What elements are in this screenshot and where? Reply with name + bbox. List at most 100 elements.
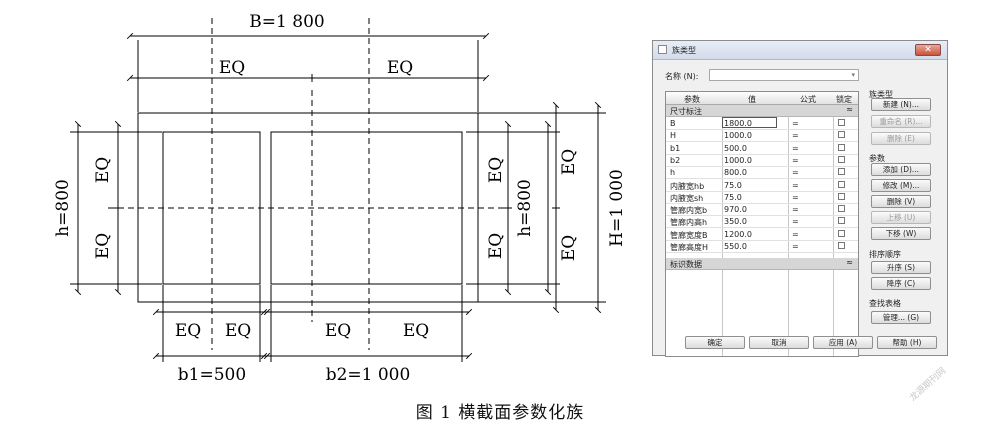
dim-label-eq-right-outer-upper: EQ — [559, 149, 579, 175]
parameter-name: H — [670, 131, 677, 141]
parameter-value: 1000.0 — [724, 155, 752, 165]
dim-label-H: H=1 000 — [607, 169, 627, 247]
dim-label-eq-left-lower: EQ — [93, 233, 113, 259]
help-button[interactable]: 帮助 (H) — [877, 336, 937, 349]
parameter-row[interactable]: 管廊高度H 550.0 = — [666, 240, 858, 253]
parameter-formula[interactable]: = — [792, 180, 799, 190]
dim-label-eq-bottom-2: EQ — [225, 321, 251, 341]
parameter-name: 管廊宽度B — [670, 230, 708, 240]
dim-label-eq-bottom-1: EQ — [175, 321, 201, 341]
collapse-icon[interactable]: ≈ — [846, 105, 853, 114]
group-dimensions[interactable]: 尺寸标注 ≈ — [666, 105, 858, 117]
name-combobox[interactable]: ▾ — [709, 69, 859, 81]
cancel-button[interactable]: 取消 — [749, 336, 809, 349]
family-types-section-label: 族类型 — [869, 90, 893, 99]
parameter-value: 970.0 — [724, 205, 747, 215]
header-param[interactable]: 参数 — [684, 95, 700, 104]
parameter-name: b2 — [670, 155, 681, 165]
dim-label-B: B=1 800 — [249, 12, 324, 32]
lock-checkbox[interactable] — [838, 131, 845, 139]
dim-label-eq-top-left: EQ — [219, 58, 245, 78]
apply-button[interactable]: 应用 (A) — [813, 336, 873, 349]
chevron-down-icon: ▾ — [851, 71, 855, 79]
parameter-row[interactable]: 内腋宽sh 75.0 = — [666, 191, 858, 204]
parameter-value: 1000.0 — [724, 131, 752, 141]
parameter-formula[interactable]: = — [792, 131, 799, 141]
lock-checkbox[interactable] — [838, 242, 845, 249]
parameter-value-field[interactable] — [722, 117, 777, 128]
dialog-title: 族类型 — [672, 46, 696, 55]
dialog-titlebar: 族类型 ✕ — [653, 41, 947, 60]
parameter-value: 1200.0 — [724, 229, 752, 239]
manage-button[interactable]: 管理... (G) — [871, 311, 931, 324]
parameter-name: B — [670, 119, 676, 128]
parameter-value: 75.0 — [724, 192, 742, 202]
header-lock[interactable]: 锁定 — [836, 95, 852, 104]
add-parameter-button[interactable]: 添加 (D)... — [871, 163, 931, 176]
parameter-formula[interactable]: = — [792, 217, 799, 227]
expand-icon[interactable]: ≈ — [846, 258, 853, 267]
parameter-row[interactable]: b2 1000.0 = — [666, 154, 858, 167]
header-value[interactable]: 值 — [748, 95, 756, 104]
group-identity-label: 标识数据 — [670, 260, 702, 269]
lock-checkbox[interactable] — [838, 168, 845, 176]
parameter-row[interactable]: H 1000.0 = — [666, 129, 858, 143]
parameter-name: 内腋宽sh — [670, 193, 704, 203]
move-down-button[interactable]: 下移 (W) — [871, 227, 931, 240]
lookup-tables-section-label: 查找表格 — [869, 299, 901, 308]
descending-button[interactable]: 降序 (C) — [871, 277, 931, 290]
close-button[interactable]: ✕ — [915, 44, 941, 56]
lock-checkbox[interactable] — [838, 155, 845, 163]
dim-label-eq-bottom-3: EQ — [325, 321, 351, 341]
modify-parameter-button[interactable]: 修改 (M)... — [871, 179, 931, 192]
lock-checkbox[interactable] — [838, 217, 845, 225]
parameter-formula[interactable]: = — [792, 192, 799, 202]
new-type-button[interactable]: 新建 (N)... — [871, 98, 931, 111]
dim-label-eq-right-outer-lower: EQ — [559, 235, 579, 261]
parameter-name: 管廊高度H — [670, 243, 709, 252]
parameter-formula[interactable]: = — [792, 229, 799, 239]
group-dimensions-label: 尺寸标注 — [670, 107, 702, 116]
ok-button[interactable]: 确定 — [685, 336, 745, 349]
parameter-value: 350.0 — [724, 217, 747, 227]
move-up-button[interactable]: 上移 (U) — [871, 211, 931, 224]
parameter-formula[interactable]: = — [792, 242, 799, 251]
lock-checkbox[interactable] — [838, 180, 845, 188]
parameter-formula[interactable]: = — [792, 155, 799, 165]
header-formula[interactable]: 公式 — [800, 95, 816, 104]
lock-checkbox[interactable] — [838, 143, 845, 151]
dim-label-eq-left-upper: EQ — [93, 157, 113, 183]
lock-checkbox[interactable] — [838, 229, 845, 237]
dim-label-eq-right-inner-lower: EQ — [486, 233, 506, 259]
dim-label-b1: b1=500 — [178, 365, 246, 385]
ascending-button[interactable]: 升序 (S) — [871, 261, 931, 274]
parameter-formula[interactable]: = — [792, 205, 799, 215]
lock-checkbox[interactable] — [838, 119, 845, 126]
parameter-formula[interactable]: = — [792, 143, 799, 153]
parameter-row[interactable]: b1 500.0 = — [666, 142, 858, 155]
name-label: 名称 (N): — [665, 72, 699, 81]
parameter-name: 管廊内高h — [670, 218, 708, 228]
rename-type-button[interactable]: 重命名 (R)... — [871, 115, 931, 128]
delete-type-button[interactable]: 删除 (E) — [871, 132, 931, 145]
parameter-formula[interactable]: = — [792, 168, 799, 178]
parameter-value: 550.0 — [724, 242, 747, 251]
dim-label-h-left: h=800 — [53, 179, 73, 237]
parameter-row[interactable]: 管廊内高h 350.0 = — [666, 215, 858, 229]
parameters-section-label: 参数 — [869, 154, 885, 163]
dim-label-b2: b2=1 000 — [326, 365, 411, 385]
dim-label-eq-right-inner-upper: EQ — [486, 157, 506, 183]
lock-checkbox[interactable] — [838, 205, 845, 213]
group-identity-data[interactable]: 标识数据 ≈ — [666, 258, 858, 270]
lock-checkbox[interactable] — [838, 192, 845, 200]
parameter-name: b1 — [670, 143, 681, 153]
parameter-formula[interactable]: = — [792, 119, 799, 128]
remove-parameter-button[interactable]: 删除 (V) — [871, 195, 931, 208]
parameter-row[interactable]: 管廊宽度B 1200.0 = — [666, 228, 858, 241]
parameter-value: 500.0 — [724, 143, 747, 153]
